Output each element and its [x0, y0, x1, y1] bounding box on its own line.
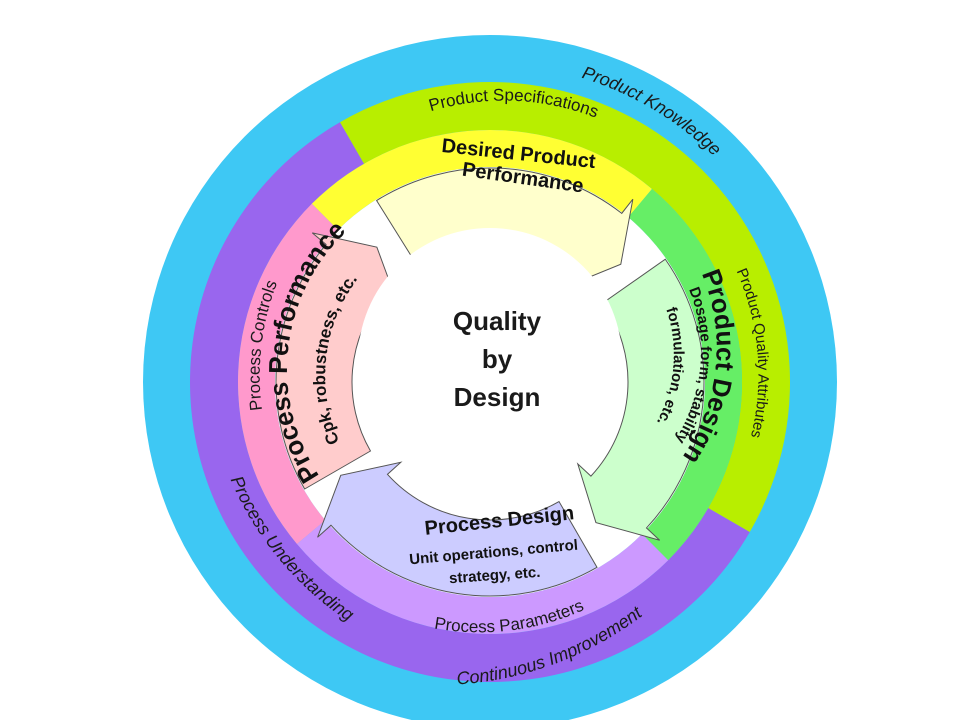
lime-arc-segment — [340, 81, 791, 532]
center-title-line2: by — [482, 344, 513, 374]
center-title-line3: Design — [454, 382, 541, 412]
arrow-process-design — [317, 461, 598, 597]
green-segment — [628, 188, 743, 561]
arrow-process-performance — [275, 232, 400, 490]
arrow-bottom-sub-line2: strategy, etc. — [448, 564, 540, 587]
center-circle — [358, 228, 622, 492]
yellow-segment — [311, 130, 652, 230]
lavender-segment — [296, 520, 669, 635]
arrow-product-design — [576, 258, 705, 541]
center-title-line1: Quality — [453, 306, 542, 336]
pink-segment — [237, 203, 338, 544]
